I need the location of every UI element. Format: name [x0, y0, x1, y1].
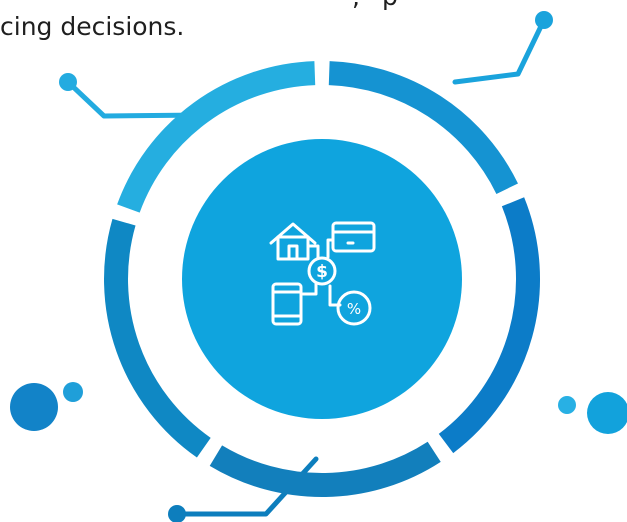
- ring-segment-top-right: [328, 61, 518, 195]
- decor-dot-left-large: [10, 383, 58, 431]
- line1-comma: ,: [352, 0, 360, 12]
- connector-bottom-node: [168, 505, 186, 522]
- decor-dot-left-small: [63, 382, 83, 402]
- finance-icon: $ %: [269, 221, 376, 326]
- smartphone-icon: [271, 282, 303, 326]
- percent-badge-icon: %: [336, 290, 372, 326]
- connector-top-right: [452, 17, 547, 85]
- connector-top-left: [65, 79, 208, 119]
- ring-segment-left: [104, 218, 211, 458]
- center-circle: [182, 139, 462, 419]
- intro-text-line-1: , p: [0, 0, 398, 12]
- decor-dot-right-small: [558, 396, 576, 414]
- intro-text-fragment: , p cing decisions.: [0, 0, 627, 60]
- house-icon: [269, 222, 317, 261]
- intro-text-line-2: cing decisions.: [0, 12, 185, 41]
- ring-segment-top-left: [117, 61, 316, 213]
- line1-letter-p: p: [382, 0, 398, 12]
- credit-card-icon: [331, 221, 376, 253]
- ring-segment-bottom: [209, 441, 441, 497]
- decor-dot-right-large: [587, 392, 627, 434]
- dollar-coin-icon: $: [307, 256, 337, 286]
- connector-top-right-node: [535, 11, 553, 29]
- coin-symbol: $: [316, 262, 328, 282]
- connector-top-left-node: [59, 73, 77, 91]
- percent-symbol: %: [347, 300, 361, 318]
- ring-segment-right: [438, 197, 540, 454]
